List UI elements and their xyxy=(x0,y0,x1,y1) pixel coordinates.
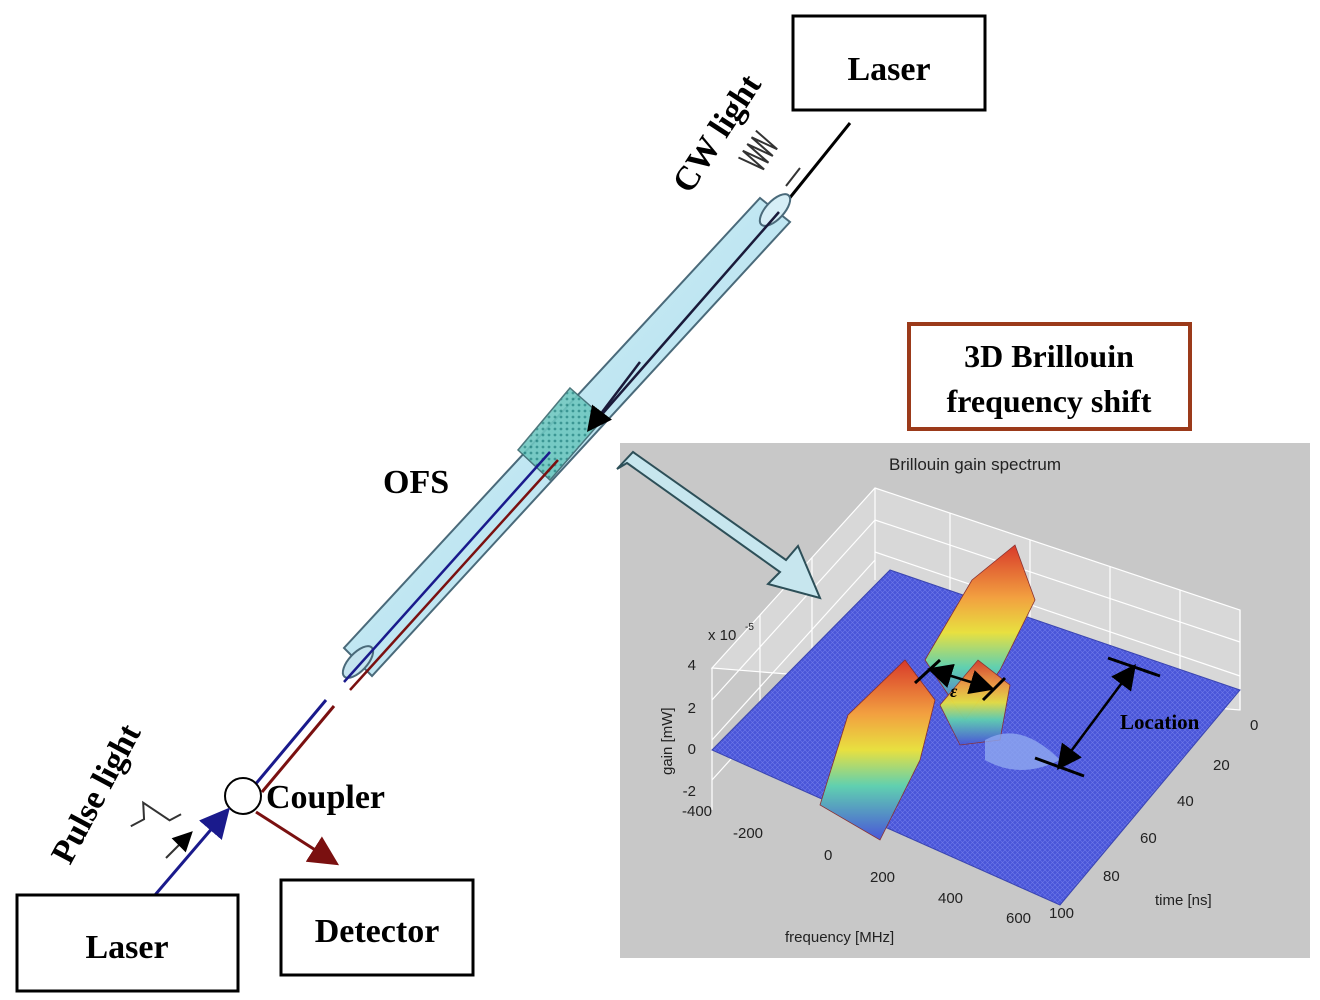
y-tick-60: 60 xyxy=(1140,830,1157,847)
x-tick-neg400: -400 xyxy=(682,803,712,820)
detector-box: Detector xyxy=(279,878,475,977)
detector-fiber-arrow xyxy=(255,810,340,866)
x-tick-400: 400 xyxy=(938,890,963,907)
fiber-top-laser xyxy=(778,122,852,211)
y-tick-80: 80 xyxy=(1103,868,1120,885)
y-tick-100: 100 xyxy=(1049,905,1074,922)
cw-light-label: CW light xyxy=(666,67,770,199)
pulse-light-label: Pulse light xyxy=(44,718,148,870)
zoom-arrow xyxy=(616,450,822,600)
pulse-direction-arrow xyxy=(165,831,193,859)
fiber-blue-lead xyxy=(252,699,328,787)
z-tick-neg2: -2 xyxy=(683,783,696,800)
plot-title: Brillouin gain spectrum xyxy=(889,455,1061,474)
peak-ridge-front xyxy=(819,659,936,841)
cw-wave-icon xyxy=(738,129,778,171)
brillouin-title-line2: frequency shift xyxy=(947,383,1152,419)
z-axis-label: gain [mW] xyxy=(659,707,676,775)
plot-exponent-power: -5 xyxy=(745,622,754,633)
laser-bottom-box: Laser xyxy=(15,893,240,993)
detector-label: Detector xyxy=(315,913,440,950)
laser-top-label: Laser xyxy=(847,51,930,88)
location-marker: Location xyxy=(1034,656,1200,778)
pulse-wave-icon xyxy=(130,800,182,828)
ofs-fiber-tube xyxy=(341,193,792,691)
plot-exponent: x 10 xyxy=(708,627,736,644)
x-tick-200: 200 xyxy=(870,869,895,886)
x-tick-neg200: -200 xyxy=(733,825,763,842)
ofs-label: OFS xyxy=(383,464,449,501)
z-tick-4: 4 xyxy=(688,657,696,674)
coupler-label: Coupler xyxy=(266,779,385,816)
y-tick-20: 20 xyxy=(1213,757,1230,774)
x-tick-600: 600 xyxy=(1006,910,1031,927)
epsilon-label: ε xyxy=(950,681,958,701)
location-label: Location xyxy=(1120,710,1200,734)
cw-propagation-arrow xyxy=(586,361,641,432)
y-axis-label: time [ns] xyxy=(1155,892,1212,909)
laser-bottom-label: Laser xyxy=(85,929,168,966)
x-axis-label: frequency [MHz] xyxy=(785,929,894,946)
y-tick-40: 40 xyxy=(1177,793,1194,810)
brillouin-title-box: 3D Brillouin frequency shift xyxy=(907,322,1192,431)
coupler-icon xyxy=(224,777,262,815)
z-tick-2: 2 xyxy=(688,700,696,717)
z-tick-0: 0 xyxy=(688,741,696,758)
y-tick-0: 0 xyxy=(1250,717,1258,734)
cw-direction-arrow xyxy=(785,167,801,187)
x-tick-0: 0 xyxy=(824,847,832,864)
brillouin-title-line1: 3D Brillouin xyxy=(964,338,1134,374)
epsilon-marker: ε xyxy=(913,658,1007,702)
pulse-fiber-arrow xyxy=(153,807,230,896)
laser-top-box: Laser xyxy=(791,14,987,112)
fiber-red-lead xyxy=(260,705,336,793)
